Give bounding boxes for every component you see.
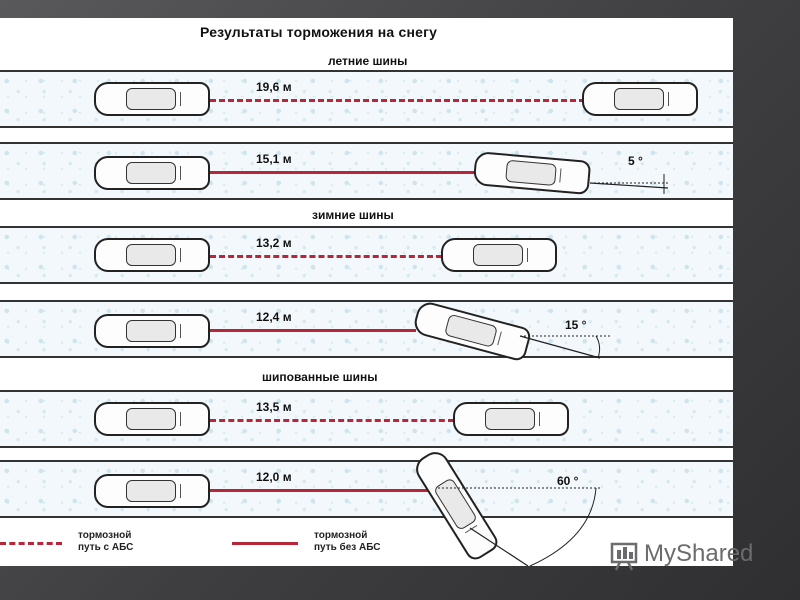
angle-marker-15 [519,335,610,359]
distance-label: 12,4 м [256,310,292,324]
watermark-text: MyShared [644,540,754,567]
braking-trail-noabs [210,489,435,492]
angle-label: 15 ° [565,318,587,332]
lane-winter-noabs: 12,4 м 15 ° [0,299,733,363]
diagram-title: Результаты торможения на снегу [200,24,438,40]
car-start [94,238,210,272]
car-start [94,156,210,190]
lane-summer-noabs: 15,1 м 5 ° [0,142,733,200]
angle-label: 5 ° [628,154,643,168]
car-start [94,314,210,348]
diagram-slide: Результаты торможения на снегу летние ши… [0,18,733,566]
braking-trail-abs [210,255,442,258]
distance-label: 19,6 м [256,80,292,94]
distance-label: 12,0 м [256,470,292,484]
car-start [94,82,210,116]
myshared-logo-icon [610,542,638,571]
legend-abs-line [0,542,62,545]
angle-marker [589,174,669,194]
section-summer: летние шины [328,54,408,68]
section-winter: зимние шины [312,208,394,222]
angle-marker-60 [438,487,600,566]
car-stop [441,238,557,272]
section-studded: шипованные шины [262,370,378,384]
braking-trail-noabs [210,329,416,332]
car-stop [582,82,698,116]
legend-noabs-line [232,542,298,545]
legend-noabs-line2: путь без АБС [314,542,381,553]
legend-noabs-line1: тормозной [314,530,368,541]
lane-winter-abs: 13,2 м [0,226,733,284]
braking-trail-abs [210,99,585,102]
distance-label: 13,5 м [256,400,292,414]
legend-abs-line1: тормозной [78,530,132,541]
car-start [94,474,210,508]
angle-label: 60 ° [557,474,579,488]
braking-trail-abs [210,419,454,422]
legend-noabs-text: тормозной путь без АБС [314,530,381,554]
watermark: MyShared [608,536,778,576]
distance-label: 13,2 м [256,236,292,250]
legend-abs-line2: путь с АБС [78,542,134,553]
car-stop [453,402,569,436]
lane-studded-abs: 13,5 м [0,390,733,448]
car-start [94,402,210,436]
lane-studded-noabs: 12,0 м 60 ° [0,460,733,518]
legend-abs-text: тормозной путь с АБС [78,530,133,554]
braking-trail-noabs [210,171,475,174]
lane-summer-abs: 19,6 м [0,70,733,128]
distance-label: 15,1 м [256,152,292,166]
